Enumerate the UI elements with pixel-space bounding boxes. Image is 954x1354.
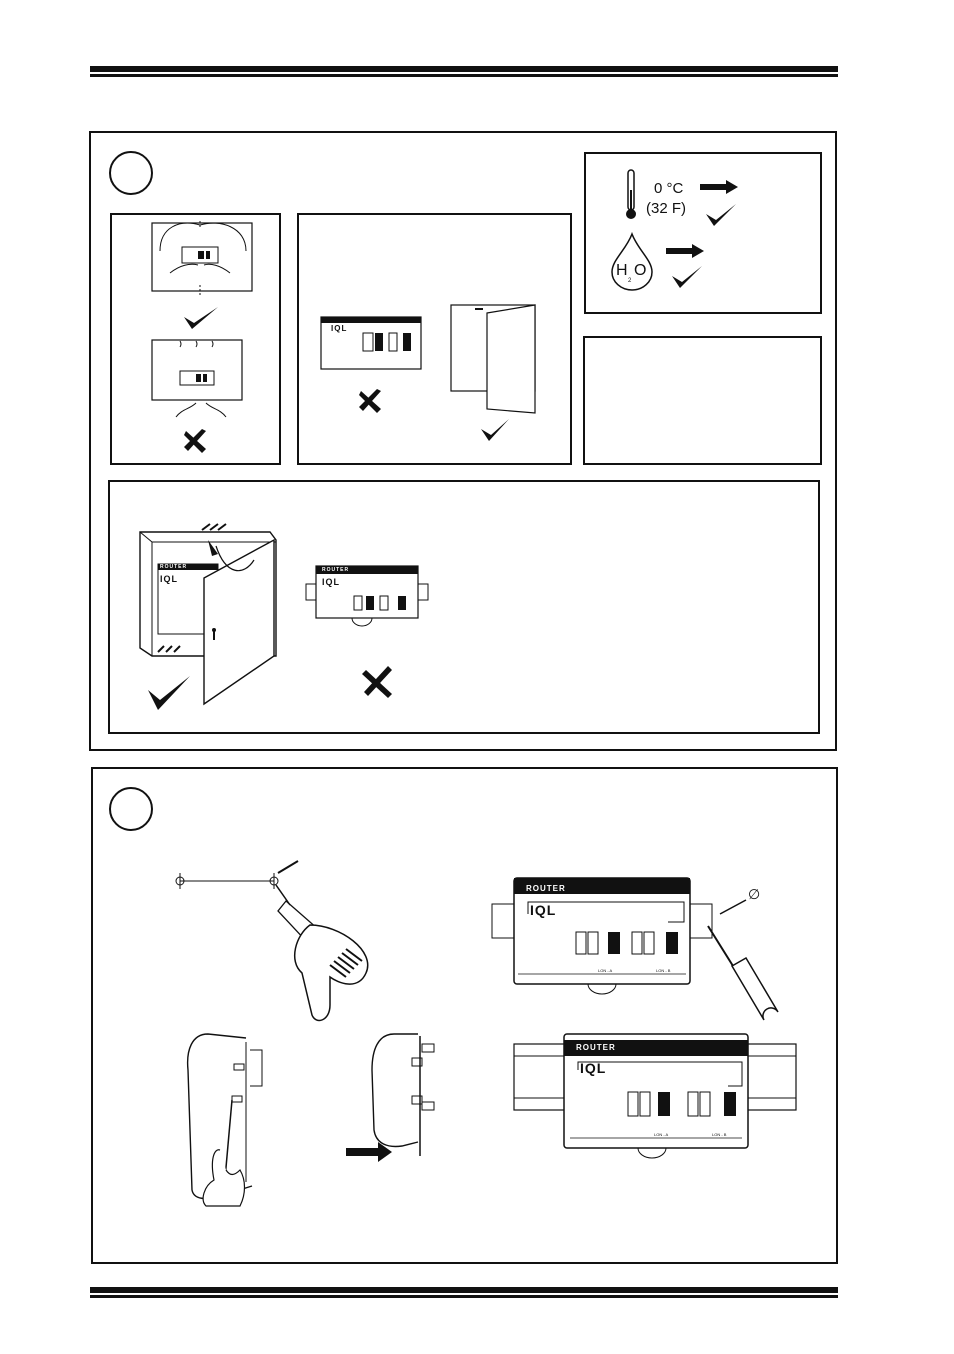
drill-diagram	[175, 860, 369, 1022]
bottom-rule-thick	[90, 1287, 838, 1293]
temperature-celsius: 0 °C	[654, 180, 684, 197]
cross-mark-icon	[359, 389, 381, 413]
cabinet-router-brand: IQL	[160, 574, 178, 584]
bottom-rule-thin	[90, 1295, 838, 1298]
check-mark-icon	[672, 266, 702, 288]
check-mark-icon	[148, 676, 190, 710]
top-rule-thin	[90, 74, 838, 77]
check-mark-icon	[184, 307, 218, 329]
router-screw-diagram	[491, 877, 779, 1021]
cabinet-panel	[108, 480, 820, 734]
router-screw-brand: IQL	[530, 902, 557, 918]
din-mount-diagram	[346, 1033, 435, 1162]
water-formula-h: H	[616, 262, 628, 279]
airflow-panel	[110, 213, 281, 465]
airflow-diagram	[151, 221, 253, 453]
water-drop-icon	[611, 231, 653, 291]
right-arrow-icon	[700, 180, 738, 194]
enclosure-router-brand: IQL	[331, 324, 348, 333]
temperature-fahrenheit: (32 F)	[646, 200, 687, 217]
standalone-router-brand: IQL	[322, 577, 340, 587]
section-1-frame	[89, 131, 837, 751]
router-rail-diagram	[513, 1033, 797, 1159]
thermometer-icon	[626, 169, 636, 219]
router-rail-label: ROUTER	[576, 1043, 616, 1052]
enclosure-panel	[297, 213, 572, 465]
check-mark-icon	[481, 419, 509, 441]
water-formula-subscript: 2	[628, 278, 632, 284]
cabinet-diagram	[139, 523, 429, 710]
blank-panel	[583, 336, 822, 465]
router-rail-port-b: LON - B	[712, 1132, 727, 1137]
section-2-frame	[91, 767, 838, 1264]
top-rule-thick	[90, 66, 838, 72]
step-1-circle	[109, 151, 153, 195]
router-screw-label: ROUTER	[526, 884, 566, 893]
environment-panel	[584, 152, 822, 314]
din-release-diagram	[186, 1033, 263, 1207]
router-rail-brand: IQL	[580, 1060, 607, 1076]
step-2-circle	[109, 787, 153, 831]
standalone-router-label: ROUTER	[322, 567, 350, 573]
check-mark-icon	[706, 204, 736, 226]
router-rail-port-a: LON - A	[654, 1132, 669, 1137]
router-screw-port-b: LON - B	[656, 968, 671, 973]
cabinet-router-label: ROUTER	[160, 564, 188, 570]
cross-mark-icon	[362, 666, 392, 698]
diameter-symbol: ∅	[748, 886, 761, 902]
right-arrow-icon	[666, 244, 704, 258]
water-formula-o: O	[634, 262, 647, 279]
enclosure-diagram	[320, 304, 536, 441]
router-screw-port-a: LON - A	[598, 968, 613, 973]
cross-mark-icon	[184, 429, 206, 453]
